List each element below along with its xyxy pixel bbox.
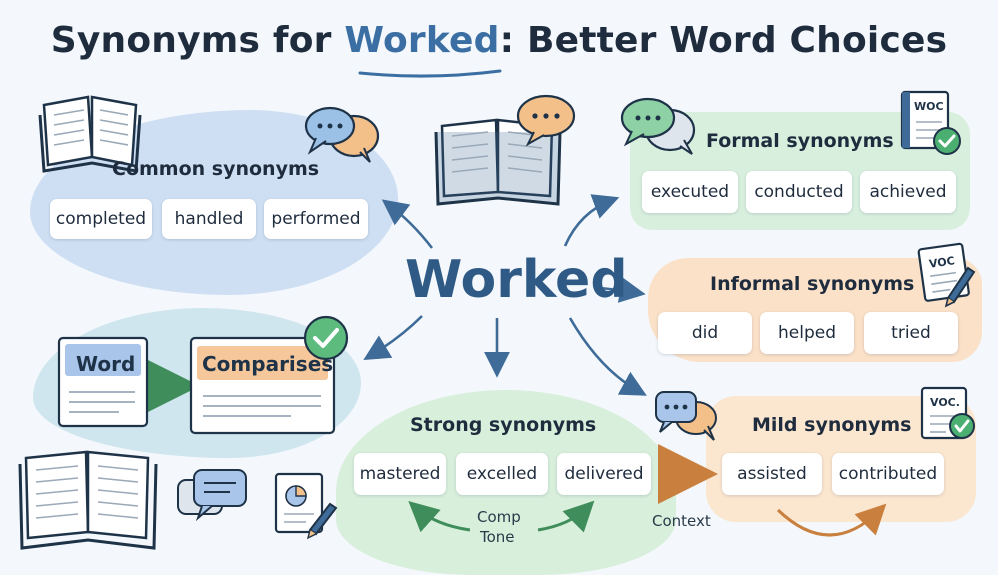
comparisons-card — [189, 336, 336, 435]
center-word: Worked — [405, 250, 628, 310]
comparisons-label: Comparises — [202, 352, 334, 376]
diagram-graphics — [18, 69, 976, 550]
open-book-icon — [434, 118, 562, 206]
title-underline — [358, 69, 502, 78]
curve-arrow-left — [408, 500, 471, 533]
checkmark-icon — [303, 315, 349, 361]
synonym-chip: performed — [264, 199, 368, 239]
page-title: Synonyms for Worked: Better Word Choices — [0, 20, 998, 61]
synonym-chip: assisted — [722, 453, 822, 495]
synonym-chip: completed — [50, 199, 152, 239]
word-label: Word — [76, 352, 136, 376]
arrow-to-comparisons — [363, 315, 423, 361]
checkmark-icon — [949, 413, 975, 439]
synonym-chip: conducted — [746, 171, 852, 213]
arrow-to-informal — [599, 277, 646, 303]
informal-synonyms-heading: Informal synonyms — [710, 273, 915, 295]
speech-bubble-icon — [620, 97, 696, 155]
context-label: Context — [652, 512, 711, 530]
synonym-chip: delivered — [557, 453, 651, 495]
pencil-icon — [306, 502, 338, 540]
voc-badge-formal: WOC — [914, 100, 944, 113]
voc-badge-mild: VOC. — [930, 396, 960, 409]
synonym-chip: contributed — [832, 453, 944, 495]
checkmark-icon — [933, 127, 961, 155]
arrow-to-common — [381, 199, 434, 249]
synonym-chip: mastered — [354, 453, 446, 495]
curve-arrow-right — [537, 500, 595, 533]
synonym-chip: executed — [642, 171, 738, 213]
speech-bubble-icon — [655, 391, 717, 441]
title-suffix: : Better Word Choices — [499, 20, 948, 61]
synonym-chip: excelled — [456, 453, 548, 495]
title-highlight: Worked — [344, 20, 500, 61]
common-synonyms-heading: Common synonyms — [112, 158, 320, 180]
comp-label: Comp — [477, 508, 521, 526]
mild-synonyms-heading: Mild synonyms — [752, 414, 912, 436]
curve-arrow-mild — [776, 503, 887, 537]
speech-bubble-icon — [177, 469, 247, 522]
tone-label: Tone — [480, 528, 515, 546]
arrow-to-mild — [568, 317, 647, 396]
open-book-icon — [18, 450, 158, 550]
synonym-chip: helped — [760, 312, 854, 354]
synonym-chip: tried — [864, 312, 958, 354]
strong-synonyms-heading: Strong synonyms — [410, 414, 597, 436]
word-document-card — [57, 336, 149, 428]
speech-bubble-icon — [516, 94, 576, 147]
synonym-chip: handled — [162, 199, 256, 239]
synonym-chip: achieved — [860, 171, 956, 213]
arrow-to-formal — [563, 194, 620, 247]
speech-bubble-icon — [304, 106, 380, 163]
pencil-icon — [944, 266, 976, 308]
formal-synonyms-heading: Formal synonyms — [706, 130, 894, 152]
synonym-chip: did — [658, 312, 752, 354]
title-prefix: Synonyms for — [50, 20, 345, 61]
chart-document-icon — [274, 472, 324, 534]
open-book-icon — [38, 95, 142, 173]
